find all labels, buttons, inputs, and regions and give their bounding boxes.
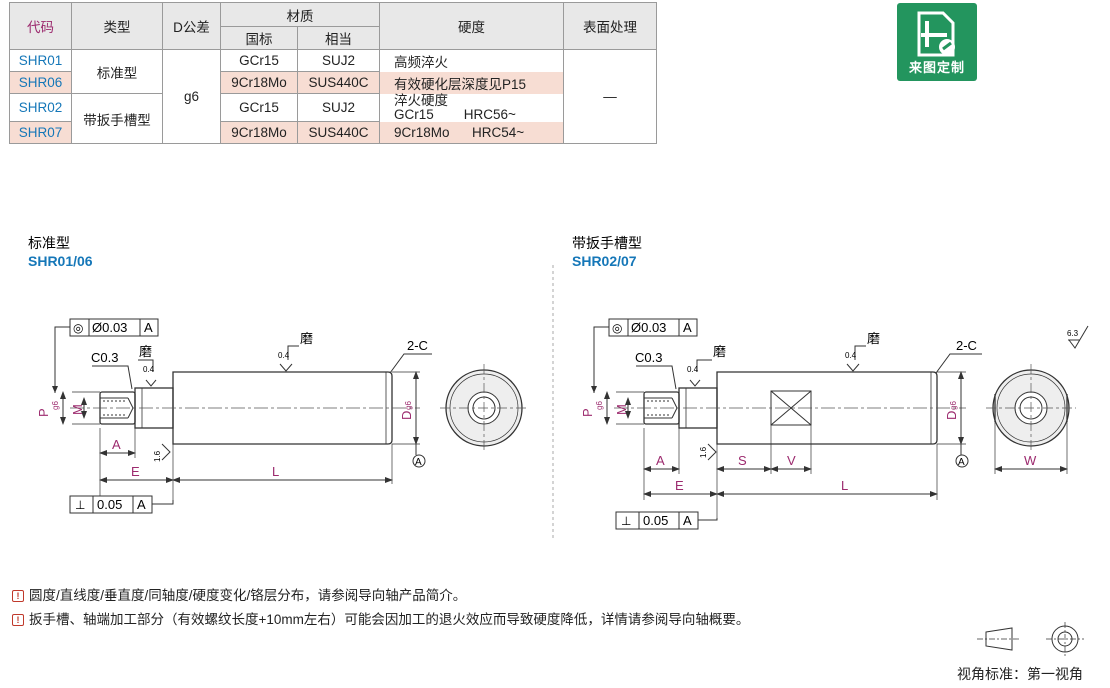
coaxial-icon: ◎ [612,321,622,335]
dim-e: E [131,464,140,479]
roughness-value: 0.4 [687,365,699,374]
end-view [440,364,528,452]
tol-ref: A [144,320,153,335]
tol-value: 0.05 [97,497,122,512]
roughness-value: 1.6 [153,450,162,462]
blueprint-icon [917,11,955,57]
drawing-wrench-slot: 带扳手槽型 SHR02/07 ◎ Ø0.03 A [572,235,1089,530]
grind-label: 磨 [300,331,313,346]
table-row: SHR02 带扳手槽型 GCr15 SUJ2 淬火硬度 GCr15 HRC56~ [9,92,657,144]
tol-ref: A [137,497,146,512]
d-tol-value: g6 [162,49,221,144]
dim-w: W [1024,453,1037,468]
tolerance-frame-perpendicular: ⊥ 0.05 A [615,511,718,530]
note-text: 扳手槽、轴端加工部分（有效螺纹长度+10mm左右）可能会因加工的退火效应而导致硬… [29,612,750,627]
header-surface: 表面处理 [563,2,657,50]
grind-label: 磨 [139,344,152,359]
hardness-line: 高频淬火 [379,49,564,72]
row-code: SHR02 [9,93,72,122]
dim-v: V [787,453,796,468]
chamfer-label: C0.3 [635,350,662,365]
note-text: 圆度/直线度/垂直度/同轴度/硬度变化/铬层分布，请参阅导向轴产品简介。 [29,588,467,603]
row-equiv: SUJ2 [297,49,380,72]
hardness-line: 9Cr18Mo HRC54~ [379,121,564,144]
dim-e: E [675,478,684,493]
row-gb: 9Cr18Mo [220,71,298,94]
roughness-value: 0.4 [845,351,857,360]
coaxial-icon: ◎ [73,321,83,335]
table-row: SHR01 标准型 g6 GCr15 SUJ2 高频淬火 — [9,49,657,144]
grind-label: 磨 [867,331,880,346]
dim-p-sub: g6 [595,401,604,410]
datum-label: A [958,457,965,468]
badge-label: 来图定制 [908,60,965,75]
chamfer-label: 2-C [956,338,977,353]
surface-value: — [563,49,657,144]
header-hardness: 硬度 [379,2,564,50]
note-item: ! 扳手槽、轴端加工部分（有效螺纹长度+10mm左右）可能会因加工的退火效应而导致… [12,608,749,628]
dim-l: L [841,478,848,493]
dim-p: P [580,408,595,417]
spec-table: 代码 类型 D公差 材质 硬度 表面处理 国标 相当 SHR01 标准型 g6 … [9,2,657,144]
tolerance-frame-coaxial: ◎ Ø0.03 A [52,318,159,393]
dim-p-sub: g6 [51,401,60,410]
tol-value: Ø0.03 [92,320,127,335]
drawing-title: 带扳手槽型 [572,235,642,251]
perpendicular-icon: ⊥ [75,498,85,512]
tol-value: 0.05 [643,513,668,528]
row-gb: GCr15 [220,93,298,122]
table-row: SHR06 9Cr18Mo SUS440C 有效硬化层深度见P15 [9,71,657,94]
custom-drawing-badge[interactable]: 来图定制 [897,3,977,81]
header-material: 材质 [220,2,380,27]
row-code: SHR07 [9,121,72,144]
header-code: 代码 [9,2,72,50]
note-item: ! 圆度/直线度/垂直度/同轴度/硬度变化/铬层分布，请参阅导向轴产品简介。 [12,584,466,604]
roughness-value: 6.3 [1067,329,1079,338]
end-view: W [986,364,1076,474]
header-gb: 国标 [220,26,298,50]
projection-symbol-icon [977,622,1084,656]
tolerance-frame-perpendicular: ⊥ 0.05 A [69,495,174,514]
tol-value: Ø0.03 [631,320,666,335]
drawing-code: SHR01/06 [28,253,93,269]
chamfer-label: C0.3 [91,350,118,365]
drawing-title: 标准型 [28,235,70,251]
dim-d: D [944,411,959,420]
dim-s: S [738,453,747,468]
chamfer-label: 2-C [407,338,428,353]
roughness-value: 0.4 [278,351,290,360]
type-wrench: 带扳手槽型 [71,93,163,144]
datum-label: A [415,457,422,468]
tolerance-frame-coaxial: ◎ Ø0.03 A [591,318,698,393]
dim-d: D [399,411,414,420]
dim-a: A [112,437,121,452]
roughness-value: 0.4 [143,365,155,374]
row-code: SHR06 [9,71,72,94]
dim-d-sub: g6 [949,401,958,410]
hardness-line: GCr15 HRC56~ [394,106,516,122]
dim-m: M [614,404,629,415]
row-gb: 9Cr18Mo [220,121,298,144]
dim-d-sub: g6 [404,401,413,410]
info-icon: ! [12,614,24,626]
dim-l: L [272,464,279,479]
row-equiv: SUS440C [297,71,380,94]
dim-p: P [36,408,51,417]
tol-ref: A [683,513,692,528]
roughness-value: 1.6 [699,446,708,458]
grind-label: 磨 [713,344,726,359]
info-icon: ! [12,590,24,602]
hardness-line: 有效硬化层深度见P15 [379,71,564,94]
dim-a: A [656,453,665,468]
hardness-line: 淬火硬度 [394,92,448,108]
drawing-code: SHR02/07 [572,253,637,269]
table-row: SHR07 9Cr18Mo SUS440C 9Cr18Mo HRC54~ [9,121,657,144]
dim-m: M [70,404,85,415]
perpendicular-icon: ⊥ [621,514,631,528]
projection-label: 视角标准：第一视角 [957,666,1083,682]
drawing-standard: 标准型 SHR01/06 ◎ Ø0.03 A [28,235,528,514]
tol-ref: A [683,320,692,335]
